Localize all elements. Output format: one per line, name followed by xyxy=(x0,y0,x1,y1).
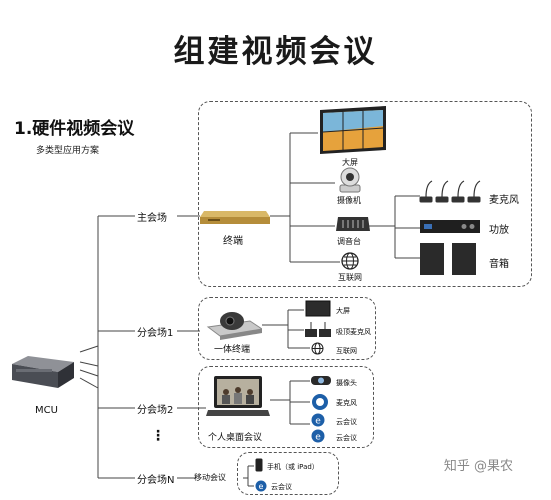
section-subtitle: 多类型应用方案 xyxy=(36,146,100,156)
video-wall-icon xyxy=(320,106,386,154)
svg-text:e: e xyxy=(315,417,321,427)
amplifier-icon xyxy=(420,220,480,233)
cloud-meeting-icon-2: e xyxy=(311,429,325,443)
section-title: 1.硬件视频会议 xyxy=(14,119,135,139)
gooseneck-mics-icon xyxy=(419,180,481,203)
branch2-cloud2-label: 云会议 xyxy=(336,434,357,442)
branch1-globe-icon xyxy=(311,342,324,355)
main-mic-label: 麦克风 xyxy=(489,195,519,206)
globe-icon xyxy=(341,252,359,270)
branch1-screen-label: 大屏 xyxy=(336,307,350,315)
branchN-cloud-icon: e xyxy=(255,480,267,492)
branch1-group xyxy=(198,297,376,360)
svg-text:e: e xyxy=(259,482,264,491)
main-mixer-label: 调音台 xyxy=(337,237,361,246)
ptz-camera-icon xyxy=(339,167,361,193)
page-title: 组建视频会议 xyxy=(173,34,378,70)
main-amp-label: 功放 xyxy=(489,225,509,236)
mcu-label: MCU xyxy=(35,405,58,416)
ceiling-mic-icon xyxy=(305,322,331,337)
branch1-internet-label: 互联网 xyxy=(336,347,357,355)
speakerphone-icon xyxy=(312,394,328,410)
branch2-mic-label: 麦克风 xyxy=(336,399,357,407)
branch1-mic-label: 吸顶麦克风 xyxy=(336,328,371,336)
main-terminal-label: 终端 xyxy=(223,236,243,247)
venue-branchN: 分会场N xyxy=(137,475,175,486)
venue-branch2: 分会场2 xyxy=(137,405,174,416)
venue-branch1: 分会场1 xyxy=(137,328,174,339)
branch2-camera-label: 摄像头 xyxy=(336,379,357,387)
branchN-device-label: 移动会议 xyxy=(194,473,226,482)
laptop-icon xyxy=(206,376,270,416)
branch2-cloud1-label: 云会议 xyxy=(336,418,357,426)
terminal-icon xyxy=(200,211,270,224)
branch2-device-label: 个人桌面会议 xyxy=(208,433,263,443)
main-speaker-label: 音箱 xyxy=(489,259,509,270)
branch2-group xyxy=(198,366,374,448)
branchN-group xyxy=(237,452,339,495)
watermark: 知乎 @果农 xyxy=(443,459,513,474)
venue-ellipsis: ⋮ xyxy=(151,428,165,444)
branch1-screen-icon xyxy=(305,300,331,317)
mixer-icon xyxy=(336,217,370,231)
branchN-phone-label: 手机（或 iPad） xyxy=(267,463,319,471)
all-in-one-terminal-icon xyxy=(206,312,262,340)
main-internet-label: 互联网 xyxy=(338,273,362,282)
phone-icon xyxy=(255,458,263,472)
venue-main: 主会场 xyxy=(137,213,167,224)
main-site-group xyxy=(198,101,532,287)
svg-text:e: e xyxy=(315,433,321,443)
branchN-cloud-label: 云会议 xyxy=(271,483,292,491)
main-camera-label: 摄像机 xyxy=(337,196,361,205)
branch1-device-label: 一体终端 xyxy=(214,345,251,355)
main-screen-label: 大屏 xyxy=(342,158,358,167)
mcu-icon xyxy=(12,356,74,388)
webcam-icon xyxy=(311,376,331,385)
speakers-icon xyxy=(420,243,476,275)
cloud-meeting-icon: e xyxy=(311,413,325,427)
